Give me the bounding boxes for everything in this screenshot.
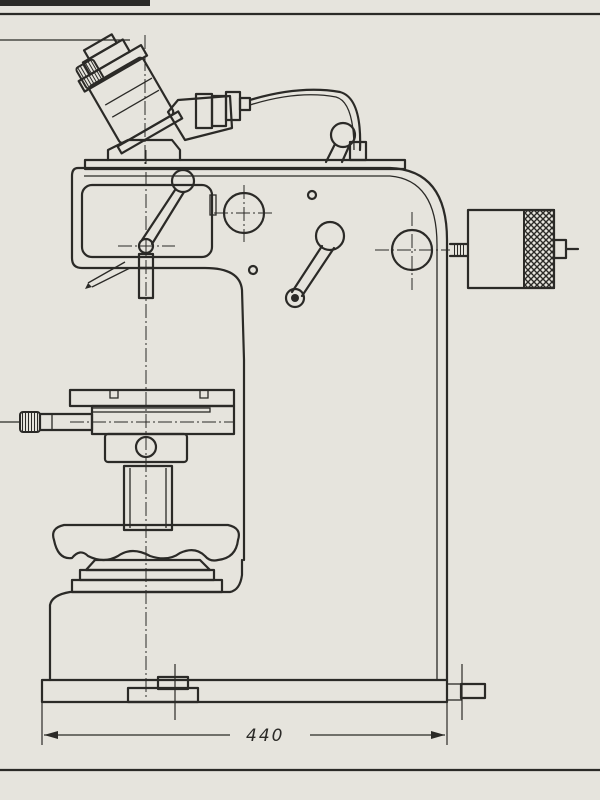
microscope-head [75, 33, 368, 165]
width-dimension [41, 664, 463, 745]
dimension-label: 440 [246, 726, 284, 746]
elevating-handwheel[interactable] [52, 523, 240, 594]
drawing-frame [0, 0, 600, 772]
frame-bearings [214, 185, 450, 290]
machine-base [40, 558, 487, 704]
machine-frame [70, 158, 449, 682]
stage-micrometer-knob[interactable] [0, 411, 94, 433]
focus-lever[interactable] [85, 168, 196, 300]
loading-weight-drum [448, 208, 580, 290]
load-lever[interactable] [284, 220, 346, 309]
